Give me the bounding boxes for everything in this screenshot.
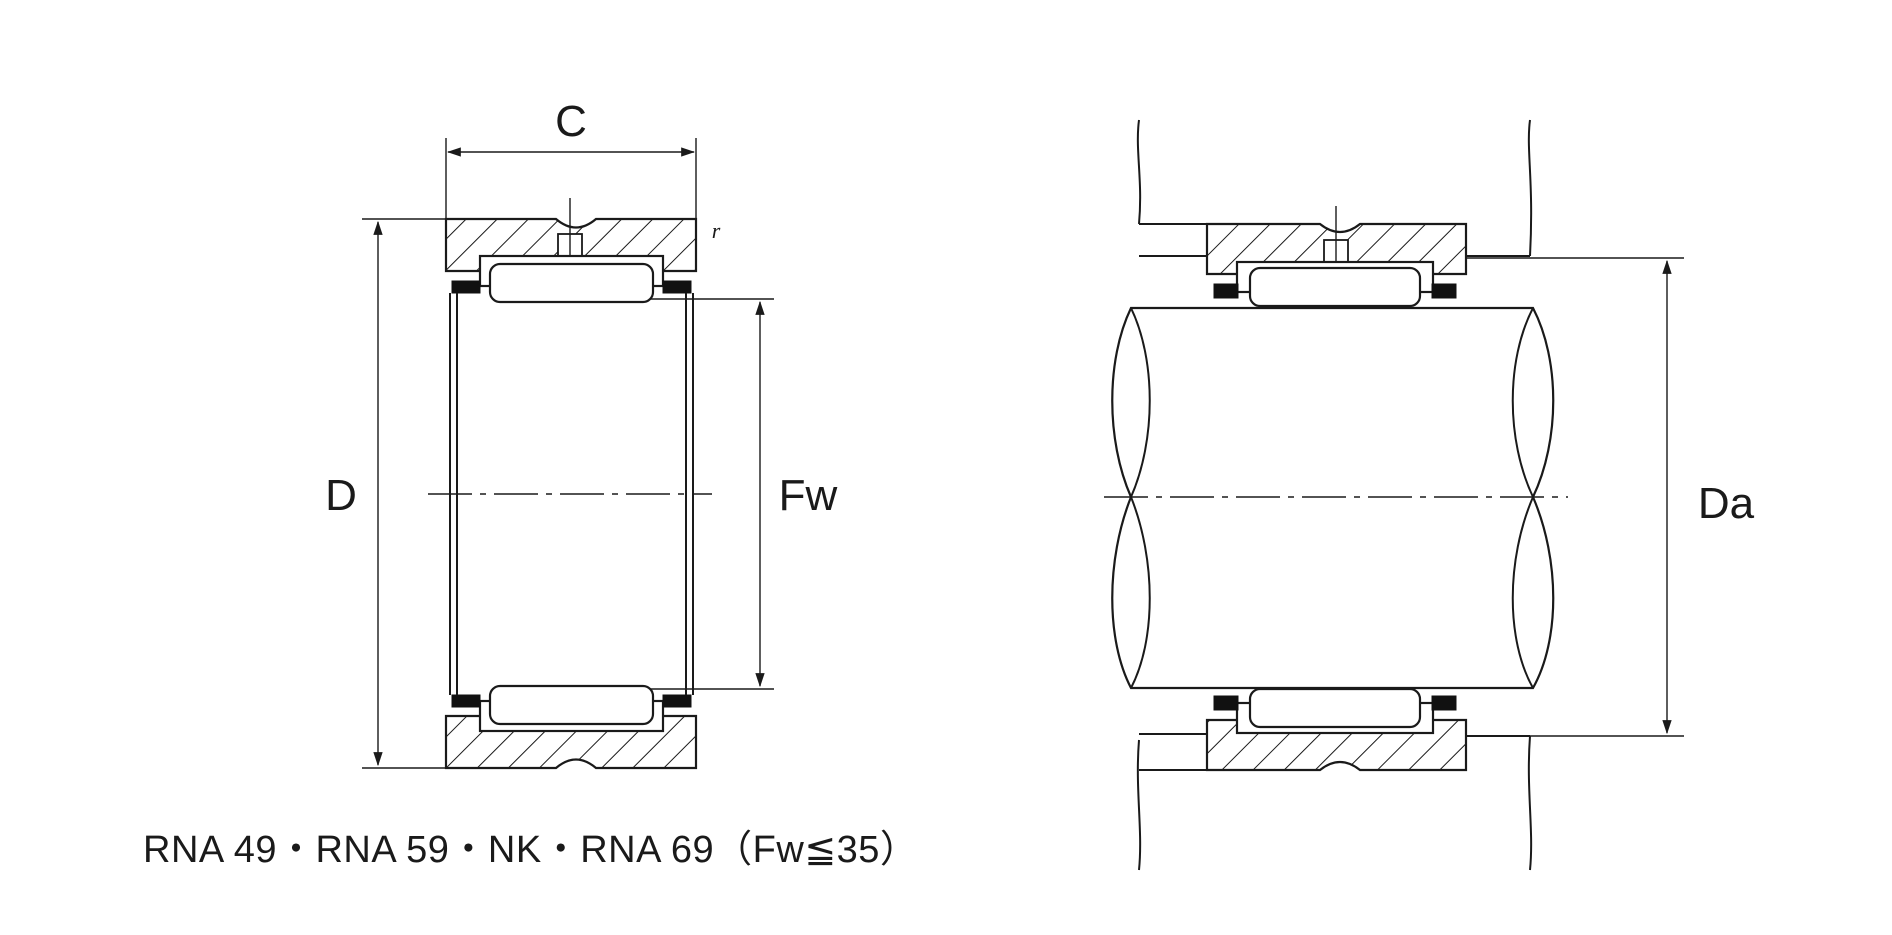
- needle-roller-bottom: [488, 684, 655, 726]
- seal-top-left: [1213, 283, 1239, 299]
- bearing-section-view: C D Fw r: [325, 97, 838, 770]
- shaft: [1111, 306, 1555, 690]
- seal-top-right: [662, 280, 692, 294]
- series-caption: RNA 49・RNA 59・NK・RNA 69（Fw≦35）: [143, 829, 918, 871]
- seal-bottom-left: [451, 694, 481, 708]
- needle-roller-top: [1248, 266, 1422, 308]
- seal-top-left: [451, 280, 481, 294]
- label-fw: Fw: [779, 471, 838, 520]
- needle-roller-top: [488, 262, 655, 304]
- needle-roller-bottom: [1248, 687, 1422, 729]
- seal-bottom-right: [1431, 695, 1457, 711]
- label-r: r: [712, 218, 721, 243]
- label-c: C: [555, 97, 587, 146]
- mounted-bearing-view: Da: [1104, 119, 1755, 871]
- housing-break-left: [1136, 119, 1142, 871]
- label-d: D: [325, 471, 357, 520]
- housing-break-right: [1527, 119, 1533, 871]
- seal-bottom-right: [662, 694, 692, 708]
- label-da: Da: [1698, 479, 1755, 528]
- seal-bottom-left: [1213, 695, 1239, 711]
- seal-top-right: [1431, 283, 1457, 299]
